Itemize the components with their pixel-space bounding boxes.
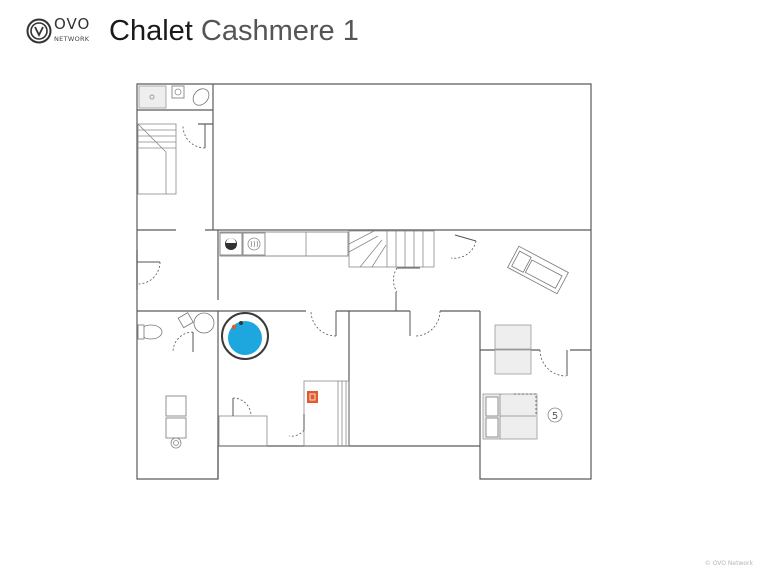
bench <box>165 395 187 449</box>
staircase-center <box>348 230 435 268</box>
logo-subtext: NETWORK <box>54 35 90 43</box>
top-bathroom-fixtures <box>138 85 210 109</box>
staircase-top-left <box>137 123 177 195</box>
dryer-icon <box>242 232 266 256</box>
bedroom-number-badge <box>547 407 563 423</box>
logo-word: OVO <box>54 15 91 33</box>
page-title: Chalet Cashmere 1 <box>109 14 359 48</box>
sauna <box>303 380 350 447</box>
header: OVO NETWORK Chalet Cashmere 1 <box>26 12 746 52</box>
desk <box>494 324 532 375</box>
title-second: Cashmere 1 <box>200 15 359 47</box>
hot-tub-icon <box>221 312 269 360</box>
double-bed <box>482 393 538 440</box>
sauna-stove-icon <box>307 391 318 403</box>
bedroom-number: 5 <box>552 411 558 422</box>
interior-walls <box>137 84 591 479</box>
brand-logo[interactable]: OVO NETWORK <box>26 16 96 46</box>
copyright: © OVO Network <box>704 560 753 567</box>
ovo-circle-v-icon <box>26 18 52 44</box>
laundry-counter <box>219 231 349 257</box>
wc-fixtures <box>137 312 215 340</box>
title-first: Chalet <box>109 15 193 47</box>
sofa <box>507 245 569 295</box>
